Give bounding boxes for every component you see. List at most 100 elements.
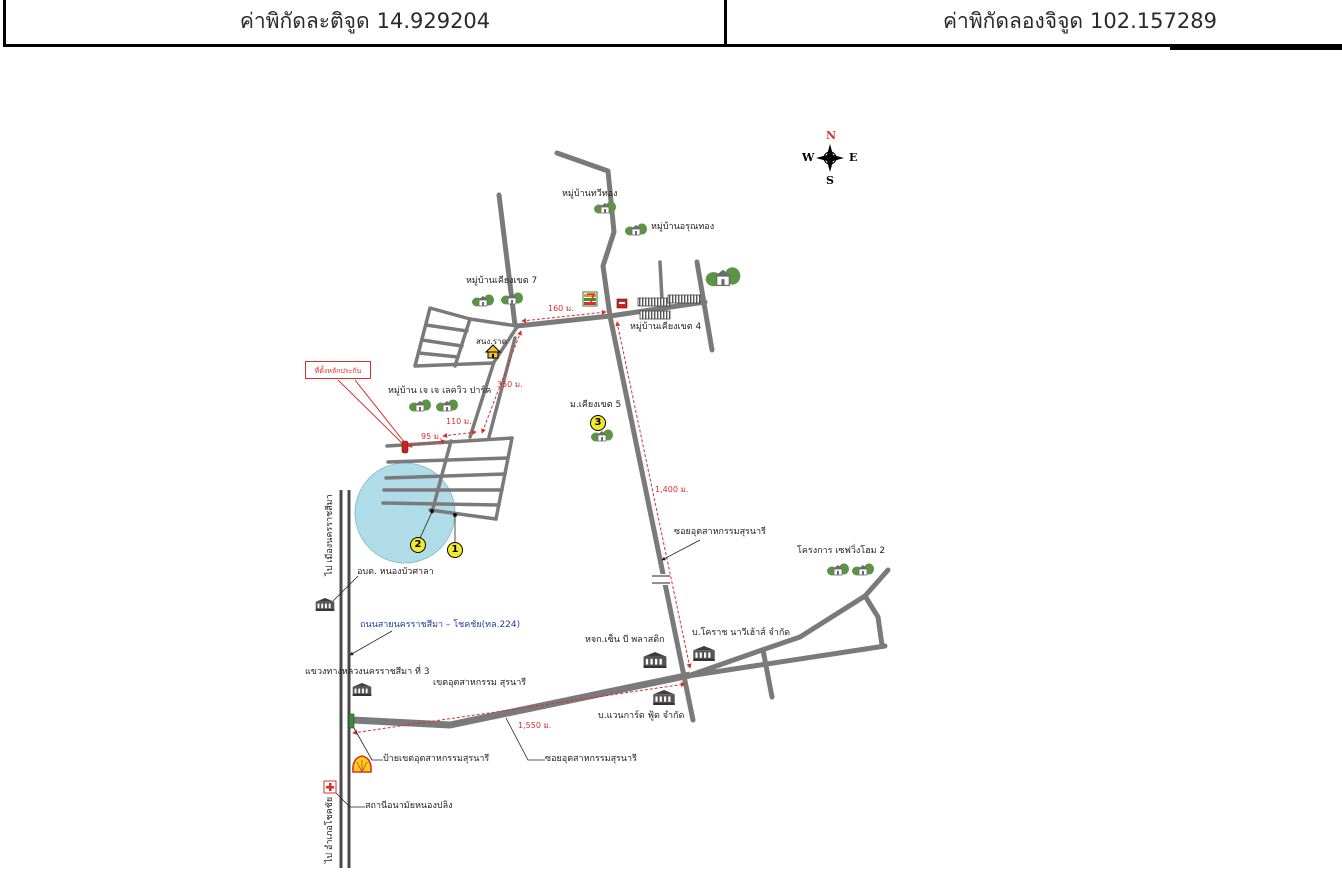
- label-village-jj-lakeview: หมู่บ้าน เจ เจ เลควิว ปาร์ค: [388, 386, 492, 396]
- building-icon: [653, 690, 675, 705]
- distance-label-1400m: 1,400 ม.: [655, 485, 689, 494]
- village-icon: [501, 292, 523, 305]
- building-icon: [352, 683, 372, 696]
- collateral-location-box: ที่ตั้งหลักประกัน: [305, 361, 371, 379]
- distance-label-110m: 110 ม.: [446, 417, 472, 426]
- label-highway-224: ถนนสายนครราชสีมา – โชคชัย(ทล.224): [360, 620, 521, 630]
- health-station-icon: [323, 780, 337, 794]
- village-icon: [827, 563, 849, 576]
- village-icon: [852, 563, 874, 576]
- label-health-station: สถานีอนามัยหนองปลิง: [365, 801, 453, 811]
- road-housing-block-lane: [420, 338, 464, 348]
- road-kiang-khet-4: [694, 259, 715, 353]
- health-label-leader: [335, 792, 365, 808]
- label-vanguard-food: บ.แวนการ์ด ฟู้ด จำกัด: [598, 711, 685, 721]
- label-village-kiang-khet-5: ม.เคียงเขต 5: [570, 400, 622, 410]
- soi-bottom-label-leader: [505, 717, 545, 761]
- collateral-pin-icon: [401, 440, 409, 454]
- label-to-chok-chai: ไป อำเภอโชคชัย: [325, 796, 335, 864]
- village-icon: [594, 201, 616, 214]
- village-icon: [472, 294, 494, 307]
- compass-north: N: [826, 129, 837, 142]
- village-icon: [436, 399, 458, 412]
- label-soi-suranari-bottom: ซอยอุตสาหกรรมสุรนารี: [545, 754, 637, 764]
- label-industrial-zone: เขตอุตสาหกรรม สุรนารี: [433, 678, 527, 688]
- road-east-spur: [760, 647, 775, 700]
- road-block-lane: [386, 456, 510, 464]
- label-office: สนง.ราด: [476, 337, 507, 346]
- road-block-divider: [430, 439, 453, 514]
- collateral-pointer-line: [337, 379, 403, 444]
- header-border-extension: [1170, 47, 1342, 50]
- label-village-kiang-khet-4: หมู่บ้านเคียงเขต 4: [630, 322, 702, 332]
- shophouse-row-icon: [667, 294, 701, 304]
- building-icon: [315, 598, 335, 611]
- road-housing-block-lane: [424, 323, 469, 333]
- road-kiang-khet-7: [496, 192, 518, 328]
- label-soi-suranari-mid: ซอยอุตสาหกรรมสุรนารี: [674, 527, 766, 537]
- longitude-cell: ค่าพิกัดลองจิจูด 102.157289: [727, 0, 1342, 44]
- bridge-icon: [652, 574, 670, 585]
- label-zen-b-plastic: หจก.เซ็น บี พลาสติก: [585, 635, 665, 645]
- compass-rose-icon: [816, 144, 844, 172]
- distance-line-95m: [407, 439, 446, 448]
- convenience-store-icon: [582, 291, 598, 307]
- longitude-label: ค่าพิกัดลองจิจูด: [943, 8, 1084, 33]
- label-village-arun-thong: หมู่บ้านอรุณทอง: [651, 222, 715, 232]
- label-industrial-sign: ป้ายเขตอุตสาหกรรมสุรนารี: [383, 754, 490, 764]
- road-block-bottom: [428, 508, 498, 521]
- distance-line-1550m: [352, 682, 686, 735]
- sao-label-leader: [332, 575, 359, 602]
- road-north-villages: [554, 150, 617, 319]
- road-housing-block-link: [468, 317, 519, 328]
- road-block-right: [494, 436, 514, 521]
- marker-2-point: [430, 509, 434, 513]
- village-icon: [409, 399, 431, 412]
- label-village-kiang-khet-7: หมู่บ้านเคียงเขต 7: [466, 276, 538, 286]
- distance-label-350m: 350 ม.: [497, 380, 523, 389]
- distance-label-1550m: 1,550 ม.: [518, 721, 552, 730]
- road-housing-block-edge: [453, 317, 472, 368]
- marker-2-leader: [419, 511, 433, 539]
- village-icon: [705, 266, 741, 287]
- post-office-icon: [616, 298, 628, 309]
- label-saving-home-2: โครงการ เซฟวิ่งโฮม 2: [797, 546, 886, 556]
- label-sao-nong-bua-sala: อบต. หนองบัวศาลา: [357, 567, 434, 577]
- road-east-loop: [862, 593, 885, 648]
- marker-1-point: [453, 513, 457, 517]
- label-highway-office: แขวงทางหลวงนครราชสีมา ที่ 3: [305, 667, 430, 677]
- gas-station-logo-icon: [352, 755, 372, 773]
- collateral-pointer-line: [354, 379, 406, 444]
- distance-line-1400m: [615, 321, 692, 669]
- soi-label-leader: [661, 539, 701, 561]
- latitude-value: 14.929204: [376, 9, 491, 33]
- compass-west: W: [802, 151, 815, 164]
- compass-east: E: [849, 151, 858, 164]
- distance-line-110m: [442, 430, 477, 438]
- compass-south: S: [826, 174, 834, 187]
- coordinates-header: ค่าพิกัดละติจูด 14.929204 ค่าพิกัดลองจิจ…: [3, 0, 1342, 47]
- marker-3: 3: [590, 415, 606, 431]
- road-kiang-khet-4-spur: [658, 260, 664, 302]
- distance-label-95m: 95 ม.: [421, 432, 442, 441]
- shophouse-row-icon: [637, 297, 671, 307]
- marker-1: 1: [447, 542, 463, 558]
- label-village-thawi-thong: หมู่บ้านทวีทอง: [562, 189, 618, 199]
- road-east-main: [685, 643, 888, 679]
- village-icon: [590, 428, 614, 442]
- road-housing-block-lane: [417, 351, 460, 359]
- building-icon: [693, 646, 715, 661]
- marker-2: 2: [410, 537, 426, 553]
- road-block-lane: [384, 472, 507, 480]
- distance-line-160m: [521, 309, 607, 324]
- label-korat-navy-house: บ.โคราช นาวีเฮ้าส์ จำกัด: [692, 628, 791, 638]
- highway-label-leader: [349, 630, 393, 656]
- village-icon: [625, 223, 647, 236]
- building-icon: [643, 652, 667, 668]
- road-east-branch: [685, 567, 891, 679]
- latitude-cell: ค่าพิกัดละติจูด 14.929204: [6, 0, 727, 44]
- longitude-value: 102.157289: [1090, 9, 1217, 33]
- road-block-lane: [381, 501, 501, 507]
- distance-label-160m: 160 ม.: [548, 304, 574, 313]
